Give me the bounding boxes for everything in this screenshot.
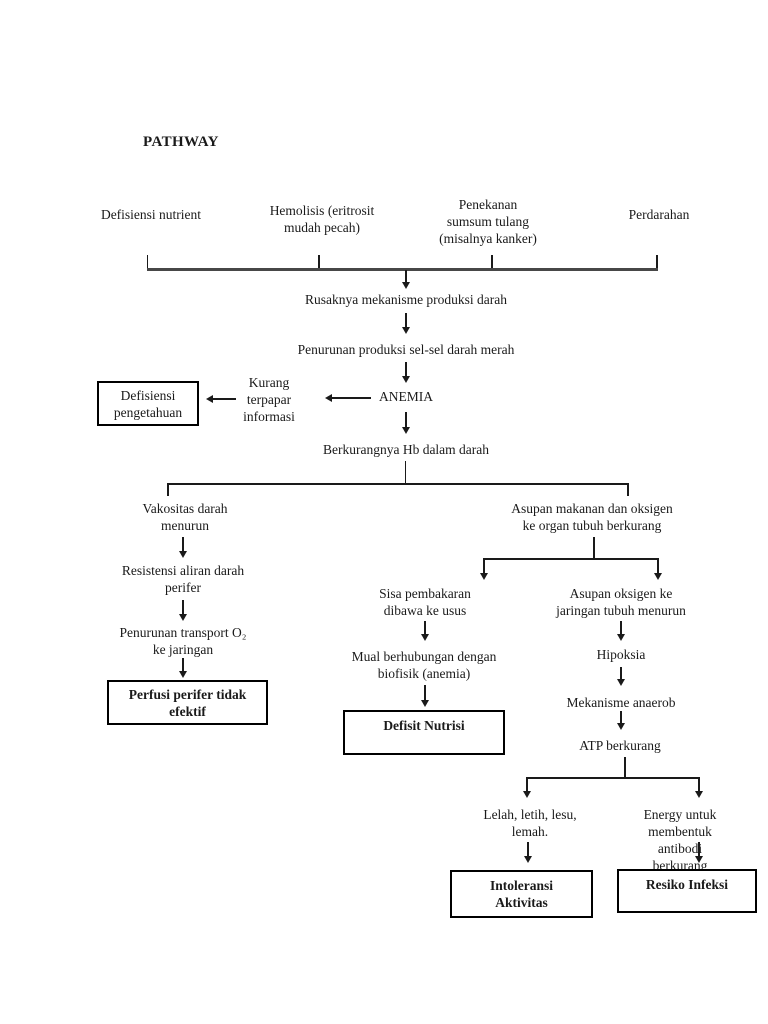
box-perfusi-perifer: Perfusi perifer tidak efektif	[107, 680, 268, 725]
arrow-down-icon	[479, 558, 489, 580]
connector-split-line	[527, 777, 699, 779]
arrow-down-icon	[616, 667, 626, 686]
arrow-down-icon	[420, 685, 430, 707]
box-resiko-infeksi: Resiko Infeksi	[617, 869, 757, 913]
node-asupan-oksigen: Asupan oksigen ke jaringan tubuh menurun	[556, 586, 686, 618]
node-vakositas: Vakositas darah menurun	[142, 501, 228, 533]
connector-line	[624, 757, 626, 777]
connector-corner-right	[627, 483, 629, 496]
arrow-down-icon	[401, 412, 411, 434]
arrow-left-icon	[325, 393, 371, 403]
arrow-down-icon	[616, 711, 626, 730]
connector-tick-left	[146, 255, 148, 270]
node-resistensi: Resistensi aliran darah perifer	[121, 563, 245, 595]
node-sisa-pembakaran: Sisa pembakaran dibawa ke usus	[379, 586, 471, 618]
node-berkurangnya-hb: Berkurangnya Hb dalam darah	[322, 442, 490, 457]
arrow-down-icon	[616, 621, 626, 641]
connector-tick-penekanan	[491, 255, 493, 270]
box-defisit-nutrisi: Defisit Nutrisi	[343, 710, 505, 755]
connector-line	[404, 461, 406, 483]
arrow-down-icon	[401, 270, 411, 289]
arrow-left-icon	[206, 394, 236, 404]
node-defisiensi-nutrient: Defisiensi nutrient	[100, 207, 202, 222]
node-energy: Energy untuk membentuk antibodi berkuran…	[643, 807, 717, 873]
node-asupan-makanan: Asupan makanan dan oksigen ke organ tubu…	[511, 501, 673, 533]
arrow-down-icon	[401, 313, 411, 334]
node-lelah: Lelah, letih, lesu, lemah.	[483, 807, 577, 839]
node-atp-berkurang: ATP berkurang	[579, 738, 661, 753]
connector-tick-hemolisis	[318, 255, 320, 270]
node-anemia: ANEMIA	[379, 389, 433, 404]
arrow-down-icon	[522, 777, 532, 798]
arrow-down-icon	[178, 600, 188, 621]
arrow-down-icon	[401, 362, 411, 383]
node-penekanan-sumsum-tulang: Penekanan sumsum tulang (misalnya kanker…	[439, 197, 537, 246]
connector-corner-left	[167, 483, 169, 496]
node-mekanisme-anaerob: Mekanisme anaerob	[566, 695, 676, 710]
connector-line	[593, 537, 595, 558]
connector-split-line	[484, 558, 658, 560]
node-hemolisis: Hemolisis (eritrosit mudah pecah)	[269, 203, 375, 235]
node-penurunan-transport: Penurunan transport O₂ ke jaringan	[119, 625, 247, 657]
arrow-down-icon	[694, 777, 704, 798]
node-kurang-terpapar: Kurang terpapar informasi	[243, 375, 295, 424]
connector-split-line	[168, 483, 628, 485]
node-penurunan-produksi: Penurunan produksi sel-sel darah merah	[297, 342, 515, 357]
node-perdarahan: Perdarahan	[628, 207, 690, 222]
arrow-down-icon	[523, 842, 533, 863]
node-mual: Mual berhubungan dengan biofisik (anemia…	[351, 649, 497, 681]
arrow-down-icon	[694, 842, 704, 863]
arrow-down-icon	[178, 537, 188, 558]
node-hipoksia: Hipoksia	[596, 647, 646, 662]
box-intoleransi-aktivitas: Intoleransi Aktivitas	[450, 870, 593, 918]
arrow-down-icon	[178, 658, 188, 678]
arrow-down-icon	[420, 621, 430, 641]
connector-tick-right	[656, 255, 658, 270]
arrow-down-icon	[653, 558, 663, 580]
box-defisiensi-pengetahuan: Defisiensi pengetahuan	[97, 381, 199, 426]
node-rusaknya-mekanisme: Rusaknya mekanisme produksi darah	[304, 292, 508, 307]
page-title: PATHWAY	[143, 134, 219, 150]
connector-bracket-line	[147, 268, 658, 271]
